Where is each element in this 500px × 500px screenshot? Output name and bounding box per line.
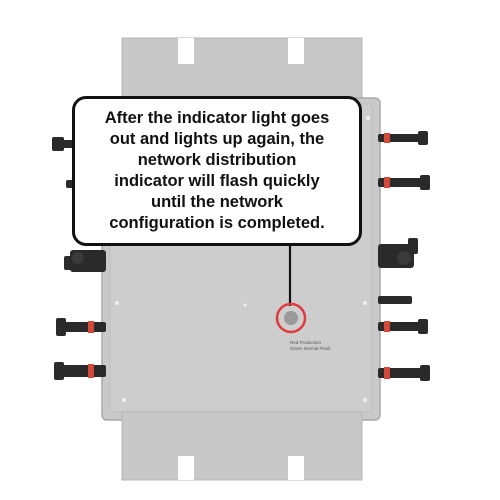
bottom-slot-right bbox=[288, 456, 304, 480]
callout-line: out and lights up again, the bbox=[109, 130, 325, 148]
left-cable-gland bbox=[64, 250, 106, 272]
callout-line: until the network bbox=[150, 193, 283, 211]
callout-line: After the indicator light goes bbox=[104, 109, 330, 127]
bottom-mounting-plate bbox=[121, 411, 363, 481]
callout-box: After the indicator light goes out and l… bbox=[72, 96, 362, 246]
bottom-slot-left bbox=[178, 456, 194, 480]
screw bbox=[115, 301, 119, 305]
indicator-light bbox=[284, 311, 298, 325]
indicator-label-green: Green Normal Flash bbox=[290, 346, 331, 351]
screw bbox=[363, 301, 367, 305]
right-connector-5 bbox=[378, 365, 430, 381]
top-slot-left bbox=[178, 38, 194, 64]
callout-line: indicator will flash quickly bbox=[114, 172, 320, 190]
callout-line: network distribution bbox=[137, 151, 297, 169]
indicator-label-red: Red Production bbox=[290, 340, 322, 345]
top-slot-right bbox=[288, 38, 304, 64]
indicator-highlight-ring bbox=[275, 302, 307, 334]
left-connector-lower bbox=[56, 318, 106, 336]
right-connector-2 bbox=[378, 175, 430, 190]
right-cable-gland bbox=[378, 238, 418, 268]
right-connector-3 bbox=[378, 296, 412, 304]
screw bbox=[122, 398, 126, 402]
screw bbox=[363, 398, 367, 402]
callout-text: After the indicator light goes out and l… bbox=[105, 108, 330, 234]
callout-line: configuration is completed. bbox=[109, 214, 325, 232]
left-connector-bottom bbox=[54, 362, 106, 380]
screw bbox=[366, 116, 370, 120]
right-connector-4 bbox=[378, 319, 428, 334]
right-connector-1 bbox=[378, 131, 428, 145]
screw bbox=[243, 303, 247, 307]
